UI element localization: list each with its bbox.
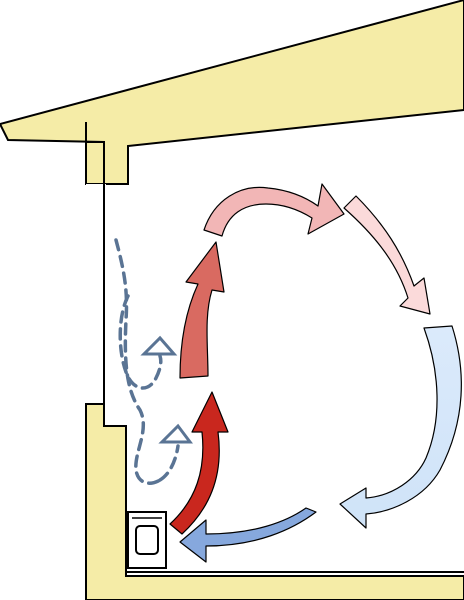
draft-line-tail	[158, 444, 180, 482]
flow-arrow-hot	[169, 391, 229, 535]
left-wall-lower	[85, 403, 464, 600]
draft-arrowhead-lower	[158, 423, 193, 444]
left-wall-window-gap	[86, 184, 106, 404]
draft-line-inner	[118, 294, 163, 390]
left-wall-upper	[85, 122, 105, 185]
flow-arrow-warm	[179, 241, 225, 379]
draft-arrowhead-upper	[140, 335, 178, 356]
flow-arrow-cold	[179, 507, 317, 563]
flow-arrow-pale	[343, 195, 431, 315]
heater-icon	[127, 511, 167, 569]
convection-loop-icon	[169, 183, 462, 563]
flow-arrow-cool	[339, 325, 462, 529]
flow-arrow-mild	[203, 183, 345, 237]
draft-line-outer	[114, 238, 162, 485]
roof	[0, 0, 464, 185]
draft-arrowheads	[140, 335, 193, 444]
cold-draft-icon	[114, 238, 180, 485]
